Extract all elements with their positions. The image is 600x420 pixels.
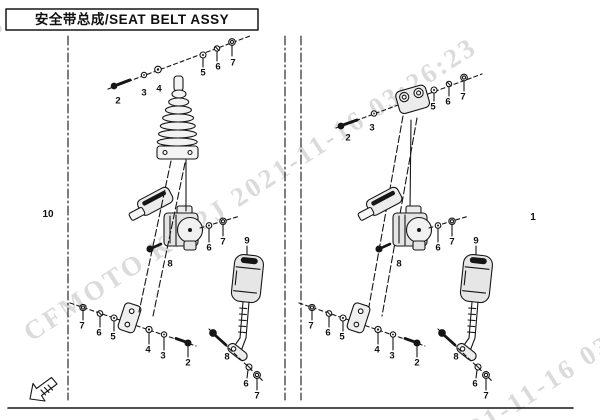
part-callout-4: 4 — [145, 344, 151, 356]
part-callout-5: 5 — [430, 101, 436, 113]
part-callout-8: 8 — [224, 351, 230, 363]
seat-belt-assembly-right — [335, 73, 483, 317]
part-callout-7: 7 — [460, 91, 466, 103]
part-callout-3: 3 — [369, 122, 375, 134]
part-callout-9: 9 — [473, 235, 479, 247]
part-callout-6: 6 — [206, 242, 212, 254]
part-callout-3: 3 — [389, 350, 395, 362]
part-callout-6: 6 — [96, 327, 102, 339]
part-callout-6: 6 — [435, 242, 441, 254]
seat-belt-assembly-left — [107, 35, 251, 317]
part-callout-2: 2 — [185, 357, 191, 369]
front-direction-arrow-icon — [29, 376, 58, 402]
part-callout-7: 7 — [220, 236, 226, 248]
part-callout-8: 8 — [453, 351, 459, 363]
part-callout-9: 9 — [244, 235, 250, 247]
part-callout-2: 2 — [414, 357, 420, 369]
part-callout-6: 6 — [445, 96, 451, 108]
part-callout-5: 5 — [110, 331, 116, 343]
part-callout-7: 7 — [483, 390, 489, 402]
title-box — [5, 8, 259, 31]
part-callout-2: 2 — [345, 132, 351, 144]
part-callout-5: 5 — [339, 331, 345, 343]
part-callout-7: 7 — [308, 320, 314, 332]
part-callout-6: 6 — [243, 378, 249, 390]
panel-border-lines — [67, 35, 302, 401]
part-callout-3: 3 — [141, 87, 147, 99]
part-callout-7: 7 — [79, 320, 85, 332]
part-callout-4: 4 — [374, 344, 380, 356]
part-callout-2: 2 — [115, 95, 121, 107]
page-title: 安全带总成/SEAT BELT ASSY — [34, 12, 230, 27]
part-callout-7: 7 — [230, 57, 236, 69]
assembly-label-right: 1 — [530, 212, 536, 223]
part-callout-6: 6 — [325, 327, 331, 339]
part-callout-7: 7 — [449, 236, 455, 248]
part-callout-4: 4 — [156, 83, 162, 95]
part-callout-7: 7 — [254, 390, 260, 402]
part-callout-6: 6 — [472, 378, 478, 390]
part-callout-8: 8 — [396, 258, 402, 270]
part-callout-3: 3 — [160, 350, 166, 362]
belt-mid-lower-assembly-right — [297, 184, 495, 392]
part-callout-5: 5 — [200, 67, 206, 79]
part-callout-6: 6 — [215, 61, 221, 73]
part-callout-8: 8 — [167, 258, 173, 270]
belt-mid-lower-assembly — [69, 186, 264, 391]
assembly-label-left: 10 — [42, 209, 54, 220]
